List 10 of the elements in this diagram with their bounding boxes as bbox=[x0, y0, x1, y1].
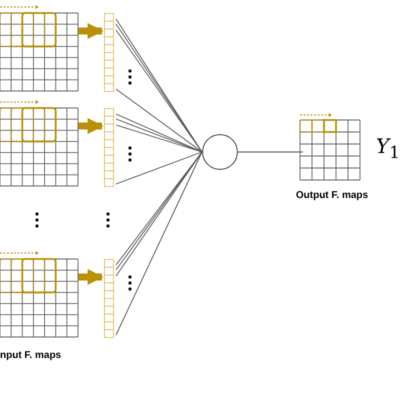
caption-text: Output F. maps bbox=[294, 190, 370, 201]
connector-line bbox=[116, 152, 202, 184]
connector-line bbox=[116, 152, 202, 336]
caption-text: nput F. maps bbox=[0, 350, 62, 361]
connector-line bbox=[116, 88, 202, 152]
connector-line bbox=[116, 124, 202, 152]
arrow bbox=[78, 269, 104, 285]
arrow bbox=[78, 118, 104, 134]
arrow bbox=[78, 23, 104, 39]
variable-label: Y$_{1}$ bbox=[376, 134, 400, 162]
